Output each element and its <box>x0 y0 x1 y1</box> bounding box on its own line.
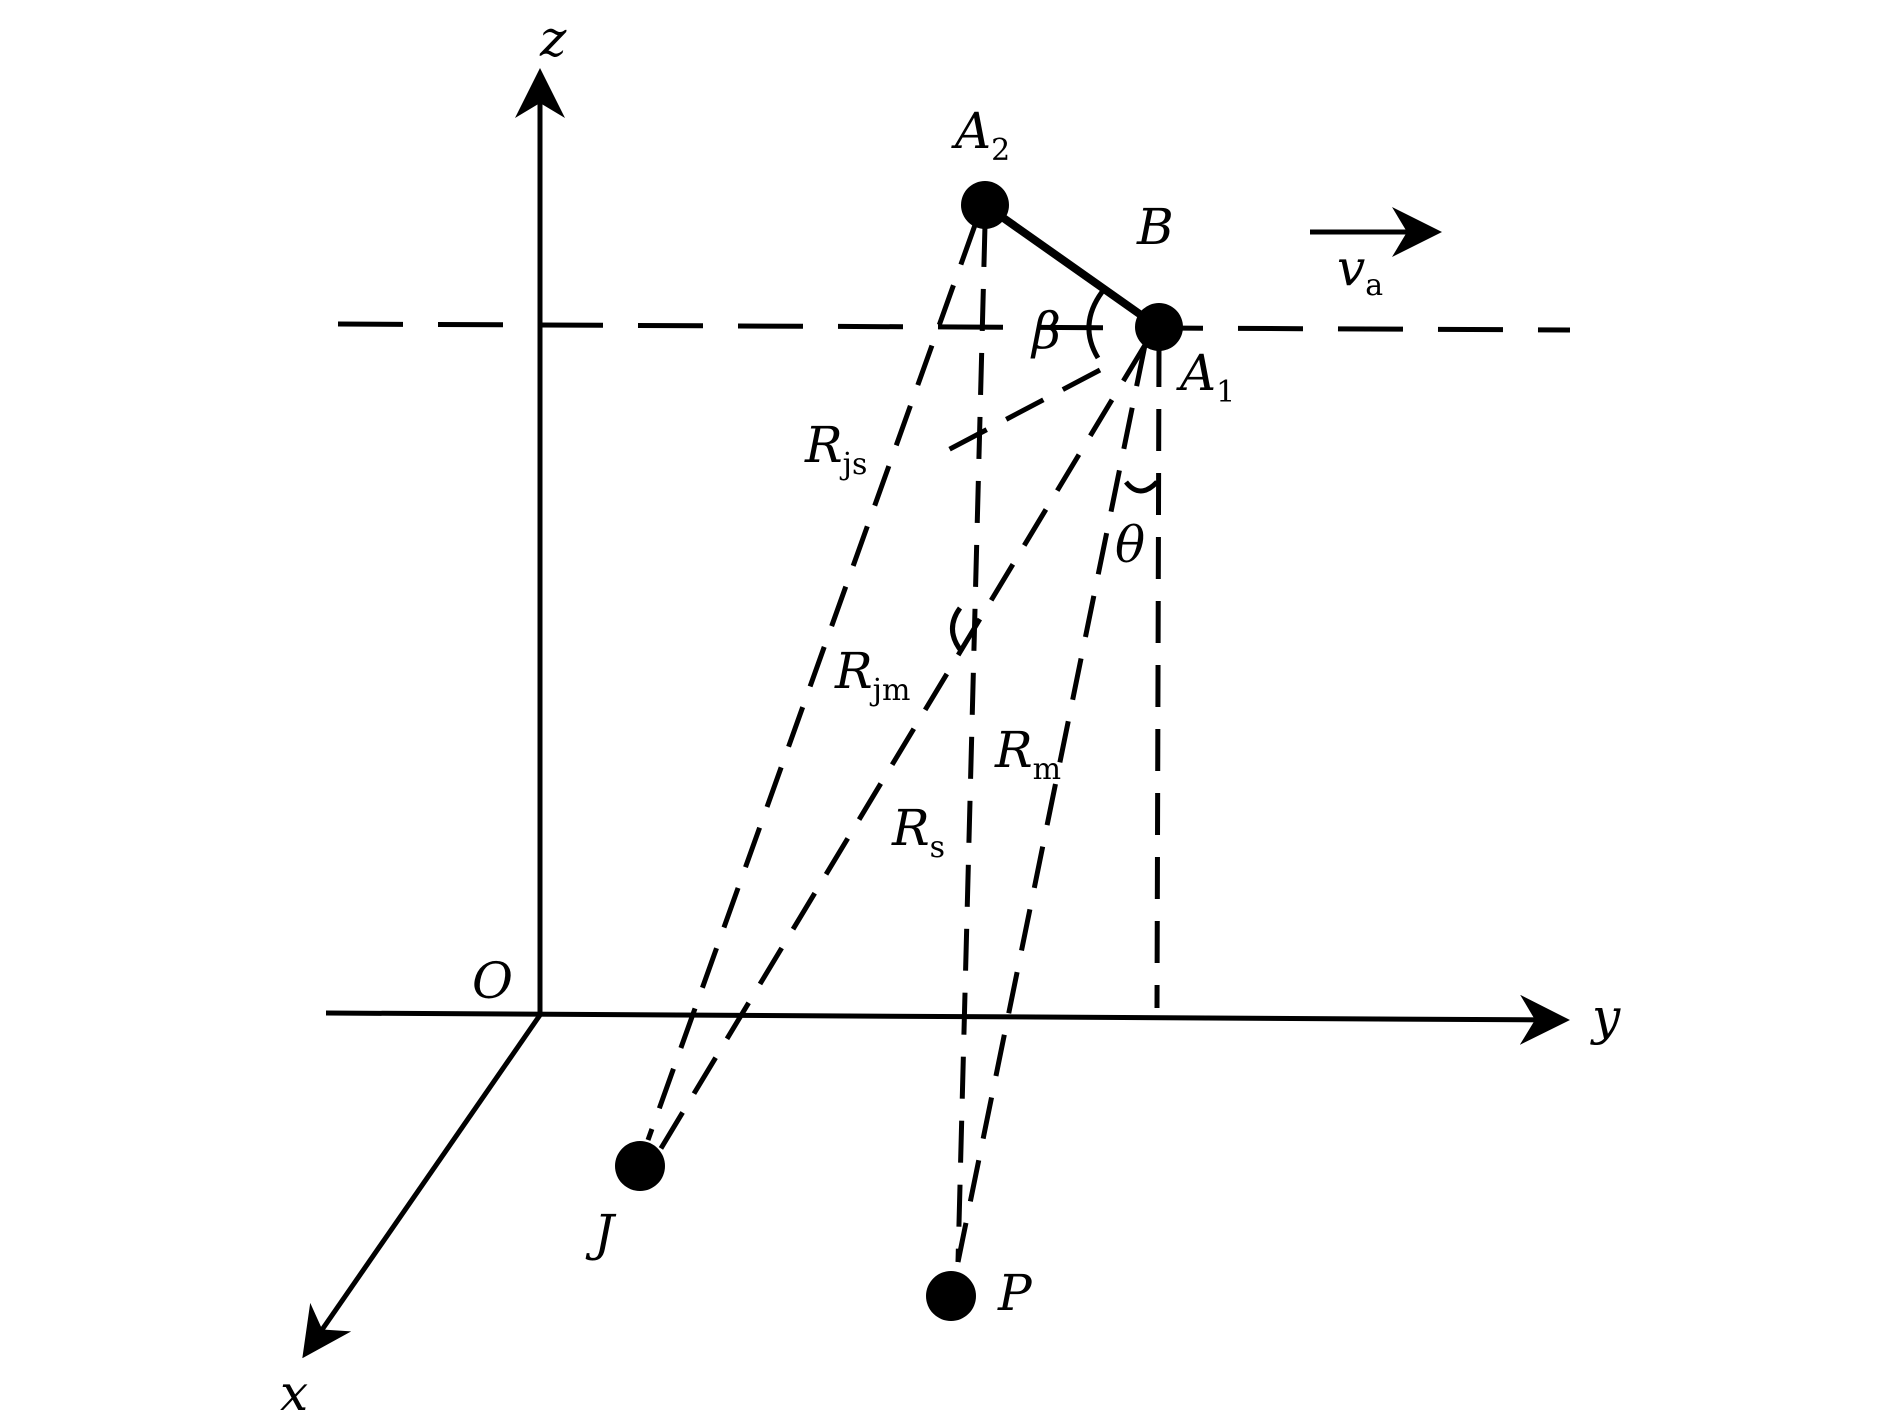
alpha-angle-arc <box>950 606 964 654</box>
label-a1: A1 <box>1176 344 1235 410</box>
point-j <box>615 1141 665 1191</box>
y-axis <box>325 994 1570 1045</box>
range-label-rjs: Rjs <box>804 416 867 482</box>
line-a1-projection <box>946 367 1102 453</box>
range-label-rs: Rs <box>891 799 945 865</box>
range-label-rm: Rm <box>994 721 1061 787</box>
x-axis-label: x <box>280 1364 308 1420</box>
point-a1 <box>1135 303 1183 351</box>
label-p: P <box>997 1264 1033 1322</box>
beta-label: β <box>1030 302 1061 360</box>
line-a1-p <box>955 344 1148 1263</box>
z-axis-label: z <box>539 10 567 68</box>
origin-label: O <box>472 952 513 1010</box>
range-lines <box>645 224 1162 1263</box>
velocity-label: va <box>1337 239 1383 303</box>
theta-label: θ <box>1115 516 1145 574</box>
range-label-rjm: Rjm <box>834 642 910 708</box>
label-j: J <box>585 1204 617 1262</box>
line-a2-p <box>955 224 988 1263</box>
flight-level-line <box>337 321 1571 333</box>
theta-angle-arc <box>1124 480 1159 494</box>
point-a2 <box>961 181 1009 229</box>
line-a1-perpendicular <box>1154 344 1162 1009</box>
x-axis <box>302 1013 543 1359</box>
line-a2-j <box>645 224 978 1141</box>
point-p <box>926 1271 976 1321</box>
line-a1-j <box>657 343 1148 1152</box>
label-b: B <box>1136 198 1174 256</box>
label-a2: A2 <box>951 102 1010 168</box>
beta-angle-arc <box>1086 290 1105 360</box>
y-axis-label: y <box>1590 988 1621 1046</box>
baseline-a2-a1 <box>982 201 1161 331</box>
